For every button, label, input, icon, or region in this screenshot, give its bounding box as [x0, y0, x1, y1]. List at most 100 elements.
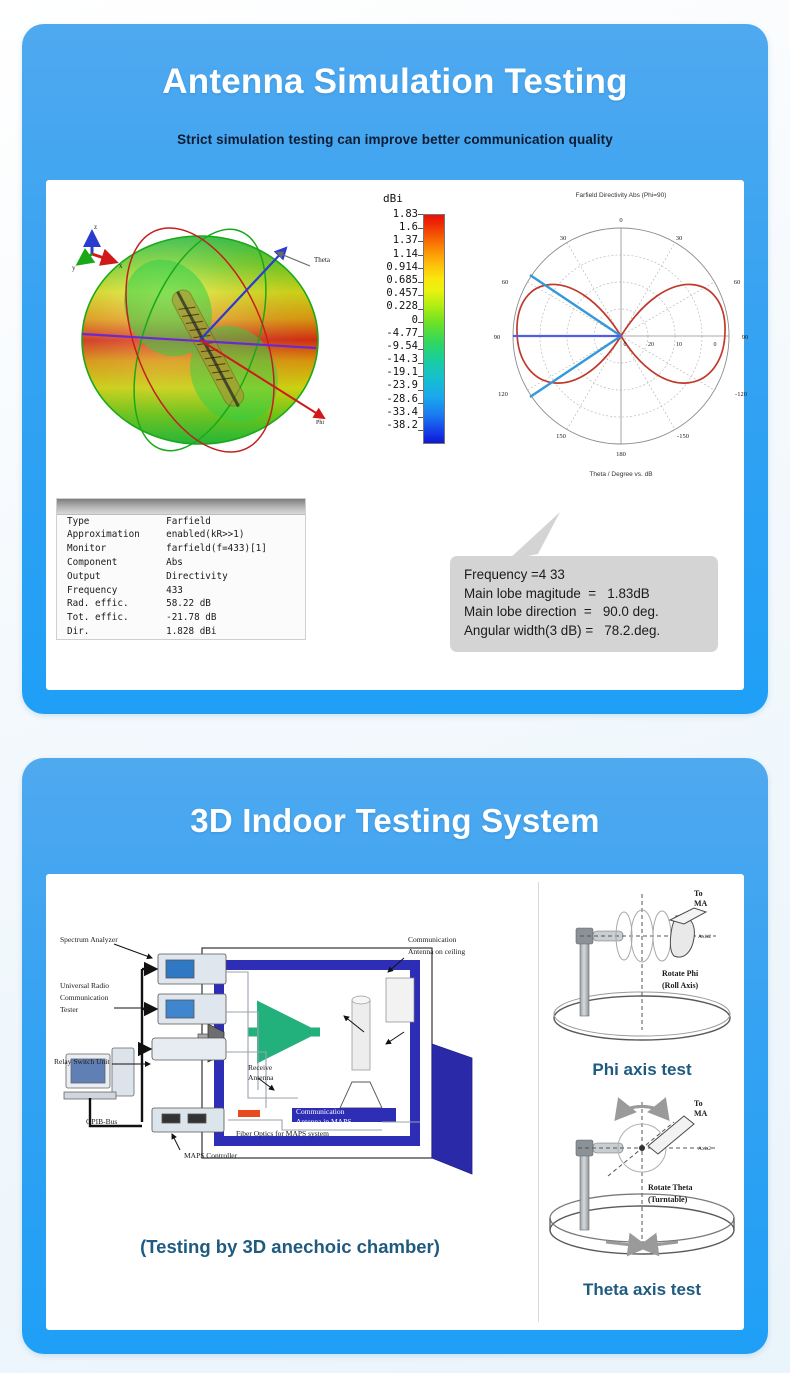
polar-angle-label: 120	[498, 391, 508, 398]
spec-key: Output	[67, 570, 101, 582]
legend-tick: -38.2	[386, 419, 418, 431]
spec-key: Dir.	[67, 625, 90, 637]
polar-angle-label: 180	[616, 451, 626, 458]
table-row: Tot. effic. -21.78 dB	[57, 611, 305, 625]
label-axis-tag: Axis2	[698, 934, 711, 940]
theta-label: Theta	[314, 256, 331, 264]
polar-radial-label: 20	[648, 342, 654, 348]
polar-radial-label: 0	[714, 342, 717, 348]
callout-line: Main lobe direction = 90.0 deg.	[464, 604, 659, 619]
table-row: Component Abs	[57, 556, 305, 570]
label-spectrum-analyzer: Spectrum Analyzer	[60, 935, 118, 944]
spec-value: Farfield	[166, 515, 211, 527]
spec-value: 1.828 dBi	[166, 625, 217, 637]
phi-axis-caption: Phi axis test	[592, 1060, 692, 1079]
label-rotate-theta-2: (Turntable)	[648, 1195, 688, 1204]
polar-radial-label: 10	[676, 342, 682, 348]
legend-tick: -28.6	[386, 392, 418, 405]
polar-angle-label: 90	[742, 334, 749, 341]
spec-key: Frequency	[67, 584, 118, 596]
farfield-spec-table: Type Farfield Approximation enabled(kR>>…	[56, 498, 306, 641]
label-rotate-theta-1: Rotate Theta	[648, 1183, 693, 1192]
polar-plot-footer: Theta / Degree vs. dB	[589, 471, 653, 478]
antenna-simulation-card: Antenna Simulation Testing Strict simula…	[22, 24, 768, 714]
theta-axis-test-figure: To MA Rotate Theta (Turntable) Axis2 The…	[544, 1090, 740, 1300]
label-axis-tag: Axis2	[698, 1146, 711, 1152]
legend-tick: -23.9	[386, 379, 418, 392]
callout-line: Main lobe magitude = 1.83dB	[464, 585, 650, 601]
theta-axis-caption: Theta axis test	[582, 1280, 702, 1299]
table-row: Dir. 1.828 dBi	[57, 625, 305, 639]
spec-value: Directivity	[166, 570, 228, 582]
polar-trace-left	[516, 283, 622, 384]
spec-value: -21.78 dB	[166, 612, 217, 624]
label-comm-antenna-maps-1: Communication	[296, 1107, 345, 1116]
section-title: 3D Indoor Testing System	[190, 802, 600, 839]
polar-angle-label: -150	[677, 433, 689, 440]
legend-tick-marks	[418, 214, 424, 444]
table-row: Approximation enabled(kR>>1)	[57, 529, 305, 543]
legend-unit-label: dBi	[383, 192, 403, 205]
panel-divider	[538, 882, 539, 1322]
axis-y-label: y	[72, 264, 76, 272]
label-universal-tester-3: Tester	[60, 1005, 79, 1014]
label-comm-antenna-ceiling-1: Communication	[408, 935, 457, 944]
spec-key: Rad. effic.	[67, 598, 129, 610]
label-fiber-optics: Fiber Optics for MAPS system	[236, 1129, 329, 1138]
callout-line: Frequency =4 33	[464, 567, 565, 582]
measurement-callout: Frequency =4 33 Main lobe magitude = 1.8…	[450, 556, 718, 652]
page-title: Antenna Simulation Testing	[162, 62, 628, 101]
legend-tick: -9.54	[386, 339, 418, 352]
table-row: Frequency 433	[57, 584, 305, 598]
polar-trace-right	[620, 283, 726, 384]
phi-label: Phi	[316, 420, 324, 426]
chamber-caption: (Testing by 3D anechoic chamber)	[140, 1236, 440, 1257]
label-to-ma-1: To	[694, 1099, 703, 1108]
label-gpib-bus: GPIB-Bus	[86, 1117, 117, 1126]
label-receive-antenna-1: Receive	[248, 1063, 273, 1072]
page-subtitle: Strict simulation testing can improve be…	[177, 132, 613, 147]
axis-z-label: z	[94, 223, 97, 231]
label-universal-tester-1: Universal Radio	[60, 981, 109, 990]
table-row: Rad. effic. 58.22 dB	[57, 598, 305, 612]
polar-directivity-plot: Farfield Directivity Abs (Phi=90)	[476, 190, 766, 480]
label-to-ma-2: MA	[694, 899, 708, 908]
spec-key: Type	[67, 515, 90, 527]
anechoic-chamber-diagram: Spectrum Analyzer Universal Radio Commun…	[52, 912, 530, 1242]
legend-tick: -19.1	[386, 366, 418, 379]
spec-key: Monitor	[67, 543, 107, 555]
legend-tick: -4.77	[386, 326, 418, 339]
legend-tick: 1.14	[392, 247, 418, 260]
label-receive-antenna-2: Antenna	[248, 1073, 274, 1082]
legend-tick: 0.457	[386, 287, 418, 300]
label-to-ma-1: To	[694, 889, 703, 898]
label-maps-controller: MAPS Controller	[184, 1151, 238, 1160]
legend-tick: 0	[411, 313, 418, 326]
legend-tick: -33.4	[386, 405, 418, 418]
legend-tick: 1.83	[392, 208, 418, 220]
legend-tick: 0.685	[386, 273, 418, 286]
phi-axis-test-figure: To MA Rotate Phi (Roll Axis) Axis2 Phi a…	[544, 880, 740, 1080]
farfield-3d-plot: Theta Phi z x y	[58, 188, 358, 488]
spec-key: Component	[67, 556, 118, 568]
spec-key: Approximation	[67, 529, 140, 541]
polar-angle-label: 30	[676, 235, 683, 242]
legend-tick: 1.37	[392, 234, 418, 247]
legend-tick: 1.6	[399, 221, 418, 234]
table-row: Output Directivity	[57, 570, 305, 584]
label-rotate-phi-2: (Roll Axis)	[662, 981, 699, 990]
spec-value: Abs	[166, 556, 183, 568]
label-universal-tester-2: Communication	[60, 993, 109, 1002]
spec-table-header-bar	[57, 499, 305, 515]
polar-angle-label: 150	[556, 433, 566, 440]
label-relay-switch-unit: Relay Switch Unit	[54, 1057, 110, 1066]
polar-angle-label: 90	[494, 334, 501, 341]
callout-line: Angular width(3 dB) = 78.2.deg.	[464, 622, 661, 638]
legend-tick: -14.3	[386, 353, 418, 366]
legend-tick: 0.914	[386, 260, 418, 273]
callout-pointer	[508, 512, 560, 560]
spec-key: Tot. effic.	[67, 612, 129, 624]
legend-color-bar	[423, 214, 445, 444]
dbi-color-legend: dBi 1.83 1.6 1.37 1.14 0.914 0.685 0.457…	[361, 192, 471, 462]
